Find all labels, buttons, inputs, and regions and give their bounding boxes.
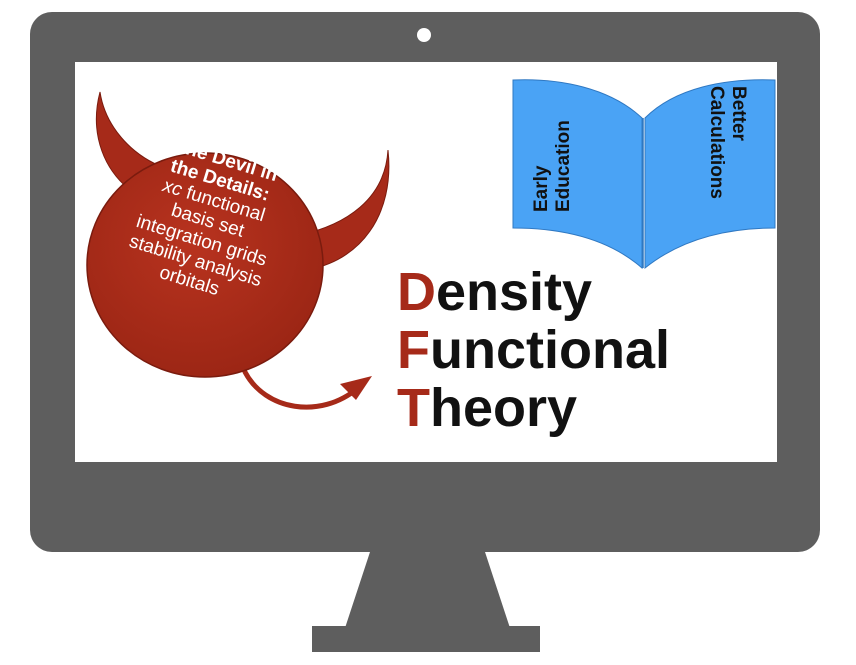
tail-arrow-shaft <box>242 369 361 410</box>
dft-title: Density Functional Theory <box>397 263 670 437</box>
dft-line-density: Density <box>397 263 670 321</box>
dft-line-theory: Theory <box>397 379 670 437</box>
webcam-dot <box>417 28 431 42</box>
dft-initial-d: D <box>397 262 436 322</box>
devil-body <box>86 152 324 378</box>
book-left-line2: Education <box>553 120 574 212</box>
book-right-text: Better Calculations <box>705 86 749 199</box>
dft-rest-functional: unctional <box>430 320 670 380</box>
book-right-line1: Better <box>728 86 749 141</box>
book-right-page <box>644 79 776 270</box>
dft-rest-density: ensity <box>436 262 593 322</box>
dft-line-functional: Functional <box>397 321 670 379</box>
dft-initial-f: F <box>397 320 430 380</box>
tail-arrow-head <box>340 376 372 400</box>
book-left-page <box>512 79 643 270</box>
dft-rest-theory: heory <box>430 378 578 438</box>
dft-initial-t: T <box>397 378 430 438</box>
book-right-line2: Calculations <box>706 86 727 199</box>
book-left-line1: Early <box>531 165 552 212</box>
book-left-text: Early Education <box>531 120 575 212</box>
